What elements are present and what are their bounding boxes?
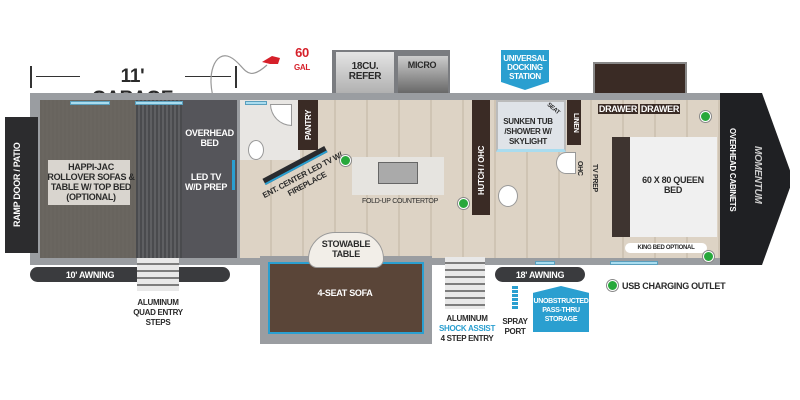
usb-outlet-icon: [700, 111, 711, 122]
sunken-tub: [496, 100, 566, 152]
spray-port-label: SPRAY PORT: [502, 317, 528, 336]
refer-label: 18CU. REFER: [348, 61, 382, 82]
kitchen-sink: [378, 162, 418, 184]
bath-toilet: [498, 185, 518, 207]
spray-port-hose-icon: [512, 286, 518, 310]
hutch: [472, 100, 490, 215]
ramp-door-label: RAMP DOOR / PATIO: [12, 142, 22, 228]
ramp-door: [5, 117, 38, 253]
pass-thru-storage-badge: [533, 286, 589, 332]
window: [70, 101, 110, 105]
usb-outlet-icon: [458, 198, 469, 209]
brand-logo: MOMENTUM: [752, 146, 763, 204]
pantry-label: PANTRY: [304, 109, 313, 141]
overhead-cabinets-label: OVERHEAD CABINETS: [728, 128, 737, 212]
table-label: STOWABLE TABLE: [321, 239, 371, 259]
window: [610, 261, 658, 265]
quad-entry-steps: [137, 258, 179, 291]
shock-assist-line1: ALUMINUM: [446, 314, 488, 323]
four-seat-sofa: [268, 262, 424, 334]
tv-prep-label: TV PREP: [591, 163, 598, 192]
docking-station-badge: [501, 50, 549, 90]
linen-label: LINEN: [572, 113, 579, 133]
countertop-label: FOLD-UP COUNTERTOP: [362, 198, 438, 205]
bath-sink: [556, 152, 576, 174]
usb-outlet-icon: [703, 251, 714, 262]
fuel-amount: 60: [295, 45, 309, 60]
stowable-table: [308, 232, 384, 268]
hutch-label: HUTCH / OHC: [477, 145, 486, 195]
led-tv-label: LED TV W/D PREP: [184, 172, 228, 192]
usb-outlet-icon: [340, 155, 351, 166]
refrigerator: [336, 52, 394, 100]
window: [135, 101, 183, 105]
pass-thru-storage-label: UNOBSTRUCTED PASS-THRU STORAGE: [533, 298, 589, 323]
toilet: [248, 140, 264, 160]
fuel-unit: GAL: [294, 63, 310, 72]
drawer-1-label: DRAWER: [598, 104, 638, 114]
awning-18: [495, 267, 585, 282]
tub-label: SUNKEN TUB /SHOWER w/ SKYLIGHT: [503, 117, 553, 146]
garage-tv: [232, 160, 235, 190]
docking-station-label: UNIVERSAL DOCKING STATION: [503, 54, 547, 81]
sofa-table: [48, 160, 130, 205]
queen-bed-label: 60 x 80 QUEEN BED: [642, 175, 704, 195]
quad-steps-label: ALUMINUM QUAD ENTRY STEPS: [133, 298, 183, 327]
pantry: [298, 100, 318, 150]
fuel-pump-icon: [262, 56, 280, 64]
rollover-sofas-label: HAPPI-JAC ROLLOVER SOFAS & TABLE w/ TOP …: [47, 162, 135, 202]
legend-usb-icon: [607, 280, 618, 291]
micro-label: MICRO: [407, 60, 437, 70]
legend-usb-label: USB CHARGING OUTLET: [622, 281, 726, 291]
awning-18-label: 18' AWNING: [515, 270, 565, 280]
overhead-bed: [182, 100, 237, 258]
shock-assist-line3: 4 STEP ENTRY: [440, 334, 494, 343]
queen-bed: [612, 137, 717, 237]
window: [535, 261, 555, 265]
awning-10-label: 10' AWNING: [65, 270, 115, 280]
overhead-bed-label: OVERHEAD BED: [185, 128, 234, 148]
fuel-hose: [210, 55, 268, 104]
window: [245, 101, 267, 105]
microwave: [398, 56, 448, 100]
drawer-2-label: DRAWER: [640, 104, 680, 114]
shock-assist-steps: [445, 257, 485, 309]
linen-closet: [567, 100, 581, 145]
ohc-label: OHC: [576, 160, 583, 176]
sofa-label: 4-SEAT SOFA: [317, 288, 373, 298]
shock-assist-line2: SHOCK ASSIST: [438, 324, 496, 333]
king-bed-label: KING BED OPTIONAL: [625, 243, 707, 253]
awning-10: [30, 267, 230, 282]
